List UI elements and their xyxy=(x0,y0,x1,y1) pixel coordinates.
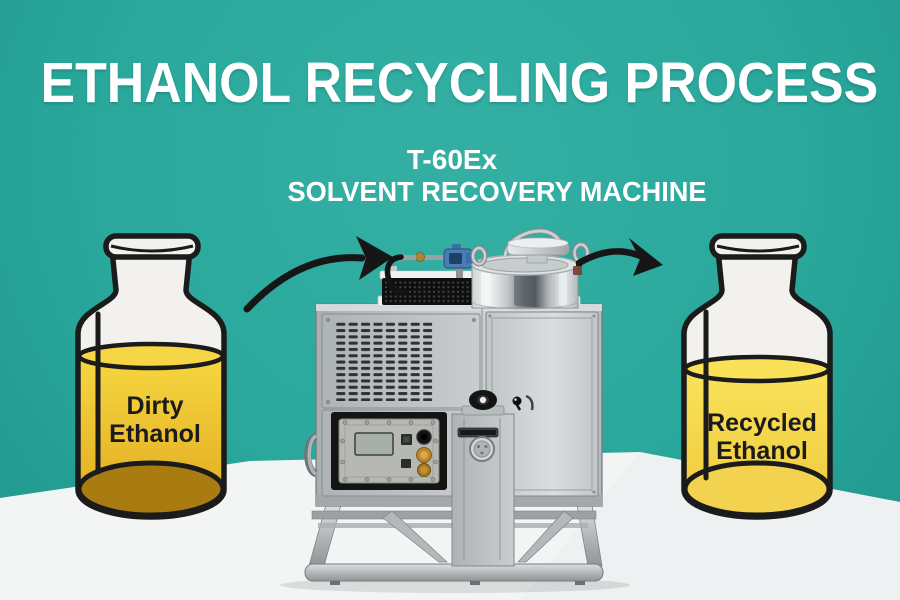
machine-name: SOLVENT RECOVERY MACHINE xyxy=(287,176,707,207)
valve-handwheel xyxy=(469,390,497,410)
sensor-display xyxy=(449,253,462,264)
flow-arrow-left-icon xyxy=(243,236,393,313)
machine-model: T-60Ex xyxy=(406,144,498,175)
recovery-tank xyxy=(470,228,590,310)
recycled-label-line1: Recycled xyxy=(707,409,817,437)
black-hose xyxy=(384,254,407,296)
recycled-label-line2: Ethanol xyxy=(716,437,808,465)
brass-fitting xyxy=(415,252,425,262)
bottle-outline xyxy=(75,247,227,520)
condenser-unit xyxy=(379,266,479,305)
flow-arrow-right-icon xyxy=(575,238,663,276)
dirty-label-line1: Dirty xyxy=(127,392,184,420)
bottle-rim xyxy=(103,233,201,260)
plate-bolts xyxy=(340,420,438,482)
recycled-ethanol-bottle: Recycled Ethanol xyxy=(681,233,833,520)
sight-glass-gauge xyxy=(469,436,495,462)
solvent-recovery-machine xyxy=(280,228,630,593)
bottle-rim xyxy=(709,233,807,260)
bottle-rim-seam xyxy=(716,244,800,253)
dirty-ethanol-bottle: Dirty Ethanol xyxy=(75,233,227,520)
bottle-outline xyxy=(681,247,833,520)
cooling-vent-grille xyxy=(334,320,434,401)
page-title: ETHANOL RECYCLING PROCESS xyxy=(40,51,879,115)
dirty-liquid-surface xyxy=(76,341,226,371)
bottle-rim-seam xyxy=(110,244,194,253)
display-screen xyxy=(354,432,394,456)
pressure-sensor xyxy=(384,244,473,296)
front-pillar xyxy=(451,390,515,567)
door-knob xyxy=(512,394,534,411)
dirty-label-line2: Ethanol xyxy=(109,420,201,448)
control-panel xyxy=(331,412,447,490)
